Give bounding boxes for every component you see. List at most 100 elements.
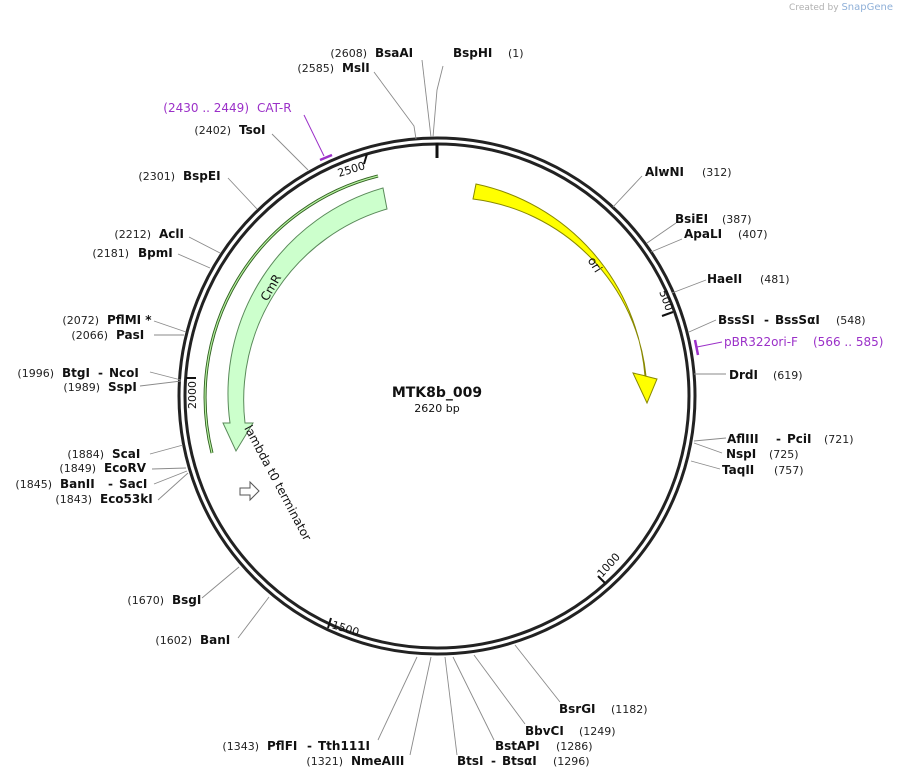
credit-prefix: Created by	[789, 3, 839, 13]
site-name: SspI	[108, 380, 137, 394]
leader-eco53ki	[157, 472, 189, 501]
leader-btsi	[444, 656, 458, 756]
site-bsphi[interactable]: BspHI (1)	[453, 46, 524, 60]
site-position: (2212)	[114, 228, 151, 241]
leader-scai	[149, 444, 184, 455]
site-sspi[interactable]: (1989) SspI	[63, 380, 136, 394]
site-position: (2608)	[330, 47, 367, 60]
site-haeii[interactable]: HaeII (481)	[707, 272, 790, 286]
leader-bstapi	[452, 656, 495, 741]
site-position: (481)	[760, 273, 790, 286]
site-scai[interactable]: (1884) ScaI	[67, 447, 140, 461]
site-btsi-btsai[interactable]: BtsI - BtsαI (1296)	[457, 754, 590, 768]
tick-mark-1000	[597, 575, 606, 584]
site-afliii-pcii[interactable]: AflIII - PciI (721)	[727, 432, 854, 446]
tick-label-1000: 1000	[595, 551, 623, 581]
site-name-2: NcoI	[109, 366, 139, 380]
site-bsssi-bsssai[interactable]: BssSI - BssSαI (548)	[718, 313, 866, 327]
site-apali[interactable]: ApaLI (407)	[684, 227, 768, 241]
site-bsrgi[interactable]: BsrGI (1182)	[559, 702, 648, 716]
site-name: NmeAIII	[351, 754, 404, 768]
site-msli[interactable]: (2585) MslI	[297, 61, 369, 75]
site-bsiei[interactable]: BsiEI (387)	[675, 212, 752, 226]
site-bbvci[interactable]: BbvCI (1249)	[525, 724, 616, 738]
site-name-2: BssSαI	[775, 313, 820, 327]
site-name: BpmI	[138, 246, 173, 260]
site-name: DrdI	[729, 368, 758, 382]
site-bstapi[interactable]: BstAPI (1286)	[495, 739, 593, 753]
leader-bsgi	[201, 566, 240, 599]
site-bani[interactable]: (1602) BanI	[155, 633, 230, 647]
site-name: BsgI	[172, 593, 201, 607]
position-ticks: 500 1000 1500 2000 2500	[186, 153, 676, 639]
feature-lambda-t0-terminator[interactable]: lambda t0 terminator	[239, 423, 314, 543]
site-position: (619)	[773, 369, 803, 382]
site-nmeaiii[interactable]: (1321) NmeAIII	[306, 754, 404, 768]
site-bpmi[interactable]: (2181) BpmI	[92, 246, 172, 260]
site-alwni[interactable]: AlwNI (312)	[645, 165, 732, 179]
cat-r-range: (2430 .. 2449)	[163, 101, 249, 115]
site-position: (1884)	[67, 448, 104, 461]
site-name: BanI	[200, 633, 230, 647]
pbr322ori-f-primer-mark	[693, 339, 700, 356]
leader-bbvci	[473, 654, 526, 725]
site-position: (407)	[738, 228, 768, 241]
site-position: (757)	[774, 464, 804, 477]
site-drdi[interactable]: DrdI (619)	[729, 368, 803, 382]
site-eco53ki[interactable]: (1843) Eco53kI	[55, 492, 152, 506]
site-pflfi-tth111i[interactable]: (1343) PflFI - Tth111I	[222, 739, 370, 753]
site-taqii[interactable]: TaqII (757)	[722, 463, 804, 477]
leader-alwni	[612, 175, 643, 208]
tick-mark-1500	[327, 617, 332, 629]
site-ecorv[interactable]: (1849) EcoRV	[59, 461, 146, 475]
site-acli[interactable]: (2212) AclI	[114, 227, 184, 241]
pbr322ori-f-name: pBR322ori-F	[724, 335, 798, 349]
site-position: (1249)	[579, 725, 616, 738]
site-name: ApaLI	[684, 227, 722, 241]
site-separator: -	[108, 477, 113, 491]
site-name: BtsI	[457, 754, 484, 768]
site-position: (1182)	[611, 703, 648, 716]
site-name: BssSI	[718, 313, 755, 327]
site-name: Eco53kI	[100, 492, 153, 506]
ori-label: ori	[585, 254, 605, 275]
leader-banii	[153, 470, 188, 485]
leader-afliii	[693, 437, 727, 442]
site-btgi-ncoi[interactable]: (1996) BtgI - NcoI	[17, 366, 138, 380]
site-banii-saci[interactable]: (1845) BanII - SacI	[15, 477, 147, 491]
site-bsgi[interactable]: (1670) BsgI	[127, 593, 201, 607]
ori-arrow	[472, 183, 658, 405]
site-pflmi[interactable]: (2072) PflMI *	[62, 313, 152, 327]
terminator-arrow	[239, 480, 260, 502]
feature-cmr[interactable]: CmR	[203, 174, 388, 454]
leader-bsiei	[646, 222, 677, 244]
site-tsoi[interactable]: (2402) TsoI	[194, 123, 265, 137]
leader-msli	[373, 71, 417, 140]
site-position: (2072)	[62, 314, 99, 327]
cmr-highlight-arc-glow	[204, 175, 379, 454]
site-position: (721)	[824, 433, 854, 446]
site-name: PasI	[116, 328, 144, 342]
feature-ori[interactable]: ori	[472, 183, 658, 405]
cmr-arrow	[222, 187, 388, 453]
site-position: (1343)	[222, 740, 259, 753]
site-position: (2181)	[92, 247, 129, 260]
site-name: NspI	[726, 447, 756, 461]
primer-pbr322ori-f[interactable]: pBR322ori-F (566 .. 585)	[693, 335, 883, 356]
site-position: (2301)	[138, 170, 175, 183]
leader-bsrgi	[514, 644, 561, 703]
site-name: AflIII	[727, 432, 759, 446]
site-separator: -	[307, 739, 312, 753]
site-bspei[interactable]: (2301) BspEI	[138, 169, 220, 183]
site-name-2: PciI	[787, 432, 812, 446]
leader-pflfi	[377, 656, 418, 741]
plasmid-length: 2620 bp	[414, 402, 459, 415]
leader-ecorv	[151, 467, 187, 470]
site-position: (312)	[702, 166, 732, 179]
site-pasi[interactable]: (2066) PasI	[71, 328, 144, 342]
site-position: (2402)	[194, 124, 231, 137]
site-bsaai[interactable]: (2608) BsaAI	[330, 46, 413, 60]
primer-cat-r[interactable]: (2430 .. 2449) CAT-R	[163, 101, 333, 162]
site-nspi[interactable]: NspI (725)	[726, 447, 799, 461]
